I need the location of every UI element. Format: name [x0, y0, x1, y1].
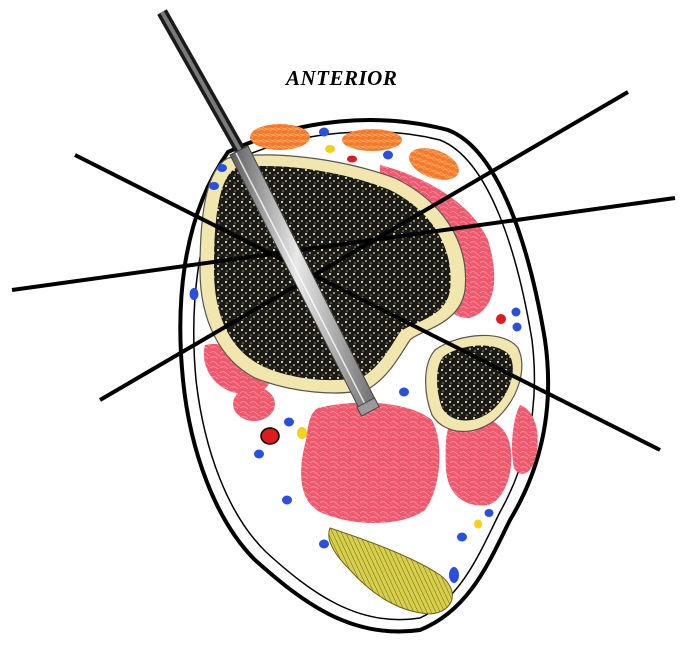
muscle-small-left	[233, 387, 275, 421]
muscle-posterior-large	[301, 403, 439, 523]
orientation-label: ANTERIOR	[286, 66, 397, 91]
tendon-1	[250, 124, 310, 150]
tendon-2	[342, 129, 402, 151]
